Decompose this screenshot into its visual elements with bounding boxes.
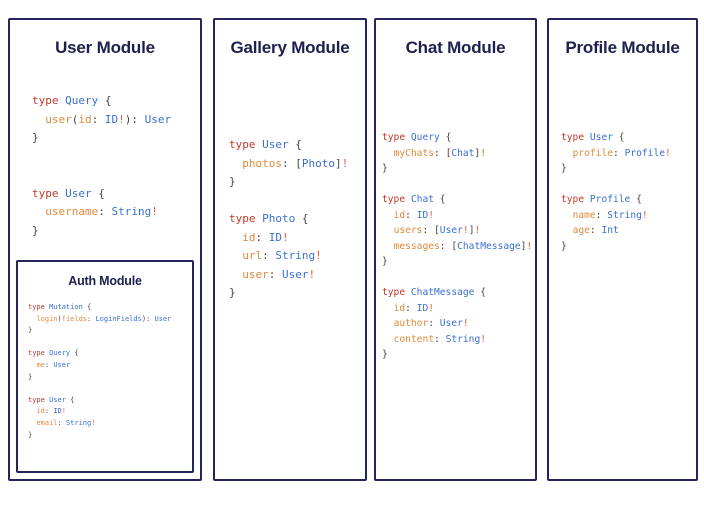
card-title-user-module: User Module bbox=[55, 38, 155, 57]
card-title-chat-module: Chat Module bbox=[405, 38, 506, 57]
card-auth-module[interactable]: Auth Module type Mutation { login(fields… bbox=[16, 260, 194, 473]
card-profile-module[interactable]: Profile Module type User { profile: Prof… bbox=[547, 18, 698, 481]
card-title-auth-module: Auth Module bbox=[68, 274, 142, 288]
code-block-profile-module: type User { profile: Profile! } type Pro… bbox=[561, 132, 671, 252]
card-title-profile-module: Profile Module bbox=[565, 38, 680, 57]
code-block-gallery-module: type User { photos: [Photo]! } type Phot… bbox=[229, 138, 349, 299]
code-block-user-module: type Query { user(id: ID!): User } type … bbox=[32, 94, 172, 237]
card-gallery-module[interactable]: Gallery Module type User { photos: [Phot… bbox=[213, 18, 367, 481]
card-chat-module[interactable]: Chat Module type Query { myChats: [Chat]… bbox=[374, 18, 537, 481]
card-title-gallery-module: Gallery Module bbox=[230, 38, 350, 57]
code-block-chat-module: type Query { myChats: [Chat]! } type Cha… bbox=[382, 132, 533, 360]
card-user-module[interactable]: User Module type Query { user(id: ID!): … bbox=[8, 18, 202, 481]
code-block-auth-module: type Mutation { login(fields: LoginField… bbox=[28, 303, 172, 439]
